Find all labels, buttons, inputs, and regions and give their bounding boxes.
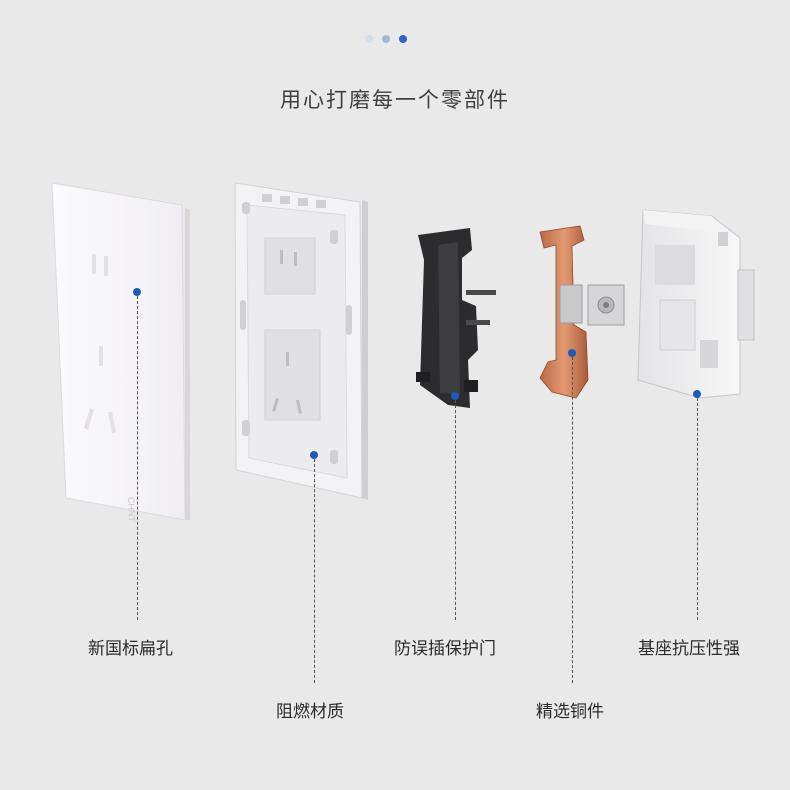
frame-clips [240, 194, 352, 464]
pager-dot-1[interactable] [365, 35, 373, 43]
faceplate-leader [137, 296, 138, 620]
page-headline: 用心打磨每一个零部件 [280, 88, 510, 112]
frame-socket-window [264, 237, 321, 421]
carousel-pager [365, 35, 407, 43]
callout-faceplate: 新国标扁孔 [88, 639, 173, 659]
callout-frame: 阻燃材质 [276, 702, 344, 722]
frame-marker [310, 451, 318, 459]
pager-dot-2[interactable] [382, 35, 390, 43]
faceplate-panel: CHNT [51, 182, 190, 523]
shutter-marker [451, 392, 459, 400]
panel-brand-mark: CHNT [126, 497, 137, 523]
base-marker [693, 390, 701, 398]
shutter-leader [455, 400, 456, 620]
copper-contacts [539, 225, 625, 399]
base-leader [697, 398, 698, 620]
frame-panel [234, 182, 368, 500]
callout-base: 基座抗压性强 [638, 639, 740, 659]
frame-leader [314, 459, 315, 683]
two-pin-slots [92, 254, 108, 276]
callout-shutter: 防误插保护门 [394, 639, 496, 659]
copper-leader [572, 357, 573, 683]
pager-dot-3[interactable] [399, 35, 407, 43]
three-pin-slots [84, 346, 116, 433]
socket-base [637, 209, 755, 399]
copper-marker [568, 349, 576, 357]
safety-shutter [416, 228, 496, 408]
callout-copper: 精选铜件 [536, 702, 604, 722]
faceplate-marker [133, 288, 141, 296]
